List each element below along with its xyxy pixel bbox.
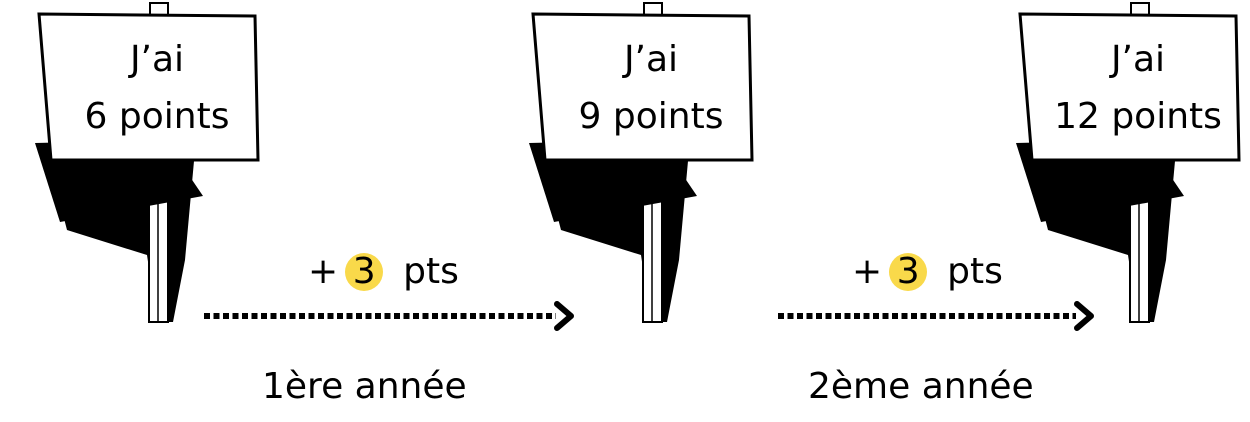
year-label-1: 1ère année bbox=[262, 366, 467, 407]
sign-2-line1: J’ai bbox=[623, 39, 679, 80]
increment-1-unit: pts bbox=[403, 251, 459, 292]
sign-3-text: J’ai 12 points bbox=[1033, 18, 1243, 158]
signpost-3 bbox=[1016, 2, 1241, 323]
sign-1-text: J’ai 6 points bbox=[52, 18, 262, 158]
sign-3-line2: 12 points bbox=[1054, 96, 1222, 137]
increment-2-value-badge: 3 bbox=[889, 253, 928, 291]
dotted-arrow-1 bbox=[204, 301, 574, 331]
signpost-1 bbox=[35, 2, 260, 323]
arrow-head-icon bbox=[554, 301, 574, 331]
sign-1-line2: 6 points bbox=[84, 96, 230, 137]
signpost-2 bbox=[529, 2, 754, 323]
sign-2-text: J’ai 9 points bbox=[546, 18, 756, 158]
sign-1-line1: J’ai bbox=[129, 39, 185, 80]
signpost-icon bbox=[35, 2, 260, 323]
increment-2-plus: + bbox=[852, 251, 883, 292]
dotted-arrow-2 bbox=[778, 301, 1094, 331]
sign-2-line2: 9 points bbox=[578, 96, 724, 137]
increment-2: + 3 pts bbox=[852, 249, 1003, 295]
sign-3-line1: J’ai bbox=[1110, 39, 1166, 80]
increment-1-plus: + bbox=[308, 251, 339, 292]
arrow-head-icon bbox=[1074, 301, 1094, 331]
increment-1: + 3 pts bbox=[308, 249, 459, 295]
signpost-icon bbox=[529, 2, 754, 323]
signpost-icon bbox=[1016, 2, 1241, 323]
year-label-2: 2ème année bbox=[808, 366, 1034, 407]
increment-1-value-badge: 3 bbox=[345, 253, 384, 291]
increment-2-unit: pts bbox=[947, 251, 1003, 292]
